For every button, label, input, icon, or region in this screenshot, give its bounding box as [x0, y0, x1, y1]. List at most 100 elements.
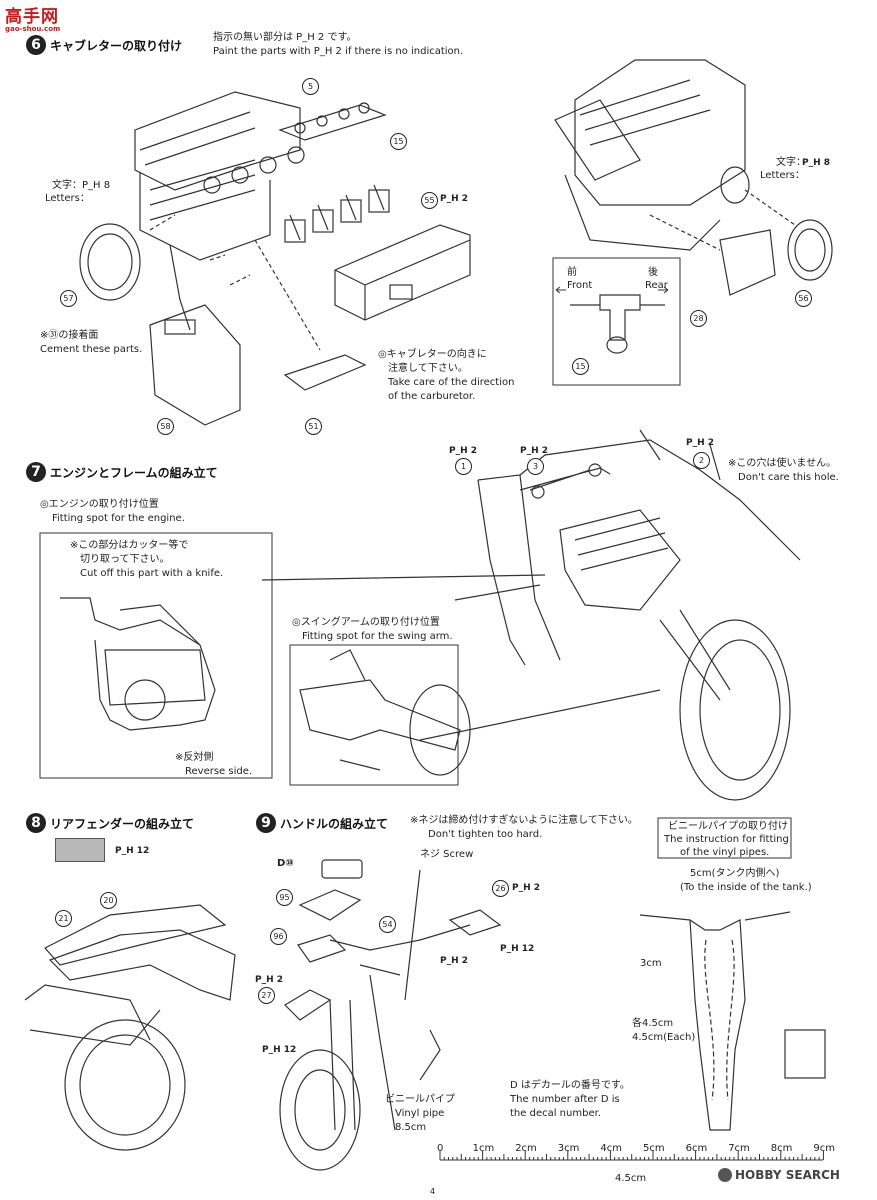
- ruler-tick-label: 5cm: [643, 1143, 665, 1154]
- ruler-tick-label: 1cm: [472, 1143, 495, 1154]
- ruler-tick-label: 8cm: [770, 1143, 793, 1154]
- letters2-en: Letters：: [760, 170, 805, 181]
- hole-note-en: Don't care this hole.: [738, 472, 839, 483]
- ph-frame-3: P_H 2: [520, 446, 549, 456]
- step-9-title: ハンドルの組み立て: [280, 816, 389, 831]
- step-7-header: 7 エンジンとフレームの組み立て: [26, 462, 218, 482]
- part-20: 20: [100, 892, 117, 909]
- hobby-search-text: HOBBY SEARCH: [735, 1168, 840, 1182]
- vinyl-box-title-en1: The instruction for fitting: [664, 834, 789, 845]
- carb-note-jp1: ◎キャブレターの向きに: [378, 349, 487, 360]
- reverse-side-jp: ※反対側: [175, 752, 214, 763]
- step-9-header: 9 ハンドルの組み立て: [256, 813, 388, 833]
- step-7-title: エンジンとフレームの組み立て: [50, 465, 218, 480]
- site-logo-text: 高手网: [5, 7, 59, 27]
- screw-note-en: Don't tighten too hard.: [428, 829, 543, 840]
- ph-27: P_H 2: [255, 975, 284, 985]
- vinyl-box-title-jp: ビニールパイプの取り付け: [668, 821, 788, 832]
- step-6-paint-note-en: Paint the parts with P_H 2 if there is n…: [213, 46, 464, 57]
- page-number: 4: [430, 1187, 436, 1196]
- carb-note-en2: of the carburetor.: [388, 391, 476, 402]
- part-54: 54: [379, 916, 396, 933]
- vinyl-pipe-length: 8.5cm: [395, 1122, 427, 1133]
- ph-26-b: P_H 12: [500, 944, 535, 954]
- step-6-header: 6 キャブレターの取り付け: [26, 35, 182, 55]
- step-6-letters-en: Letters：: [45, 193, 90, 204]
- each-length-en: 4.5cm(Each): [632, 1032, 696, 1043]
- part-26: 26: [492, 880, 509, 897]
- ruler-tick-label: 3cm: [557, 1143, 580, 1154]
- site-logo-subtext: gao-shou.com: [5, 25, 61, 33]
- front-label-en: Front: [567, 280, 593, 291]
- part-21: 21: [55, 910, 72, 927]
- decal-note-jp: D はデカールの番号です。: [510, 1080, 630, 1091]
- step-6-paint-note-jp: 指示の無い部分は P_H 2 です。: [213, 32, 357, 43]
- swing-spot-en: Fitting spot for the swing arm.: [302, 631, 453, 642]
- rear-label-en: Rear: [645, 280, 668, 291]
- tank-note-en: (To the inside of the tank.): [680, 882, 812, 893]
- ruler-mark-45: 4.5cm: [615, 1173, 647, 1184]
- swing-spot-jp: ◎スイングアームの取り付け位置: [292, 617, 440, 628]
- vinyl-pipe-en: Vinyl pipe: [395, 1108, 445, 1119]
- part-3: 3: [527, 458, 544, 475]
- site-logo: 高手网 gao-shou.com: [5, 2, 60, 33]
- cement-note-en: Cement these parts.: [40, 344, 143, 355]
- ph-frame-1: P_H 2: [449, 446, 478, 456]
- carb-note-en1: Take care of the direction: [388, 377, 515, 388]
- cement-note-jp: ※㉛の接着面: [40, 330, 99, 341]
- ruler-tick-label: 4cm: [600, 1143, 622, 1154]
- step-6-letters-jp: 文字：P_H 8: [52, 180, 111, 191]
- rear-label-jp: 後: [648, 267, 658, 278]
- part-96: 96: [270, 928, 287, 945]
- part-51: 51: [305, 418, 322, 435]
- cut-note-en: Cut off this part with a knife.: [80, 568, 224, 579]
- ph-letters2: P_H 8: [802, 158, 831, 168]
- part-95: 95: [276, 889, 293, 906]
- front-label-jp: 前: [567, 267, 577, 278]
- step-9-number: 9: [256, 813, 276, 833]
- step-7-number: 7: [26, 462, 46, 482]
- ruler-tick-label: 0: [437, 1143, 444, 1154]
- ph-frame-2: P_H 2: [686, 438, 715, 448]
- hobby-search-logo-icon: [718, 1168, 732, 1182]
- part-5: 5: [302, 78, 319, 95]
- cut-note-jp2: 切り取って下さい。: [80, 554, 170, 565]
- part-2: 2: [693, 452, 710, 469]
- screw-note-jp: ※ネジは締め付けすぎないように注意して下さい。: [410, 815, 638, 826]
- ph-swatch: P_H 12: [115, 846, 150, 856]
- reverse-side-en: Reverse side.: [185, 766, 253, 777]
- step-6-number: 6: [26, 35, 46, 55]
- part-55: 55: [421, 192, 438, 209]
- step-8-header: 8 リアフェンダーの組み立て: [26, 813, 194, 833]
- length-3cm: 3cm: [640, 958, 662, 969]
- part-28: 28: [690, 310, 707, 327]
- color-swatch: [55, 838, 105, 862]
- part-27: 27: [258, 987, 275, 1004]
- carb-note-jp2: 注意して下さい。: [388, 363, 468, 374]
- step-8-title: リアフェンダーの組み立て: [50, 816, 195, 831]
- part-57: 57: [60, 290, 77, 307]
- part-15-inset: 15: [572, 358, 589, 375]
- hole-note-jp: ※この穴は使いません。: [728, 458, 837, 469]
- decal-note-en2: the decal number.: [510, 1108, 601, 1119]
- ph-27-b: P_H 12: [262, 1045, 297, 1055]
- screw-label: ネジ Screw: [420, 849, 474, 860]
- ruler-tick-label: 7cm: [728, 1143, 750, 1154]
- step-6-title: キャブレターの取り付け: [50, 38, 183, 53]
- cut-note-jp1: ※この部分はカッター等で: [70, 540, 189, 551]
- ph-54: P_H 2: [440, 956, 469, 966]
- each-length-jp: 各4.5cm: [632, 1018, 674, 1029]
- letters2-jp: 文字：: [776, 157, 806, 168]
- engine-spot-jp: ◎エンジンの取り付け位置: [40, 499, 159, 510]
- tank-note-jp: 5cm(タンク内側へ): [690, 868, 780, 879]
- part-1: 1: [455, 458, 472, 475]
- ph-26: P_H 2: [512, 883, 541, 893]
- part-58: 58: [157, 418, 174, 435]
- hobby-search-watermark: HOBBY SEARCH: [718, 1168, 840, 1182]
- ph-55: P_H 2: [440, 194, 469, 204]
- ruler-tick-label: 6cm: [685, 1143, 708, 1154]
- vinyl-box-title-en2: of the vinyl pipes.: [680, 847, 770, 858]
- part-15: 15: [390, 133, 407, 150]
- part-56: 56: [795, 290, 812, 307]
